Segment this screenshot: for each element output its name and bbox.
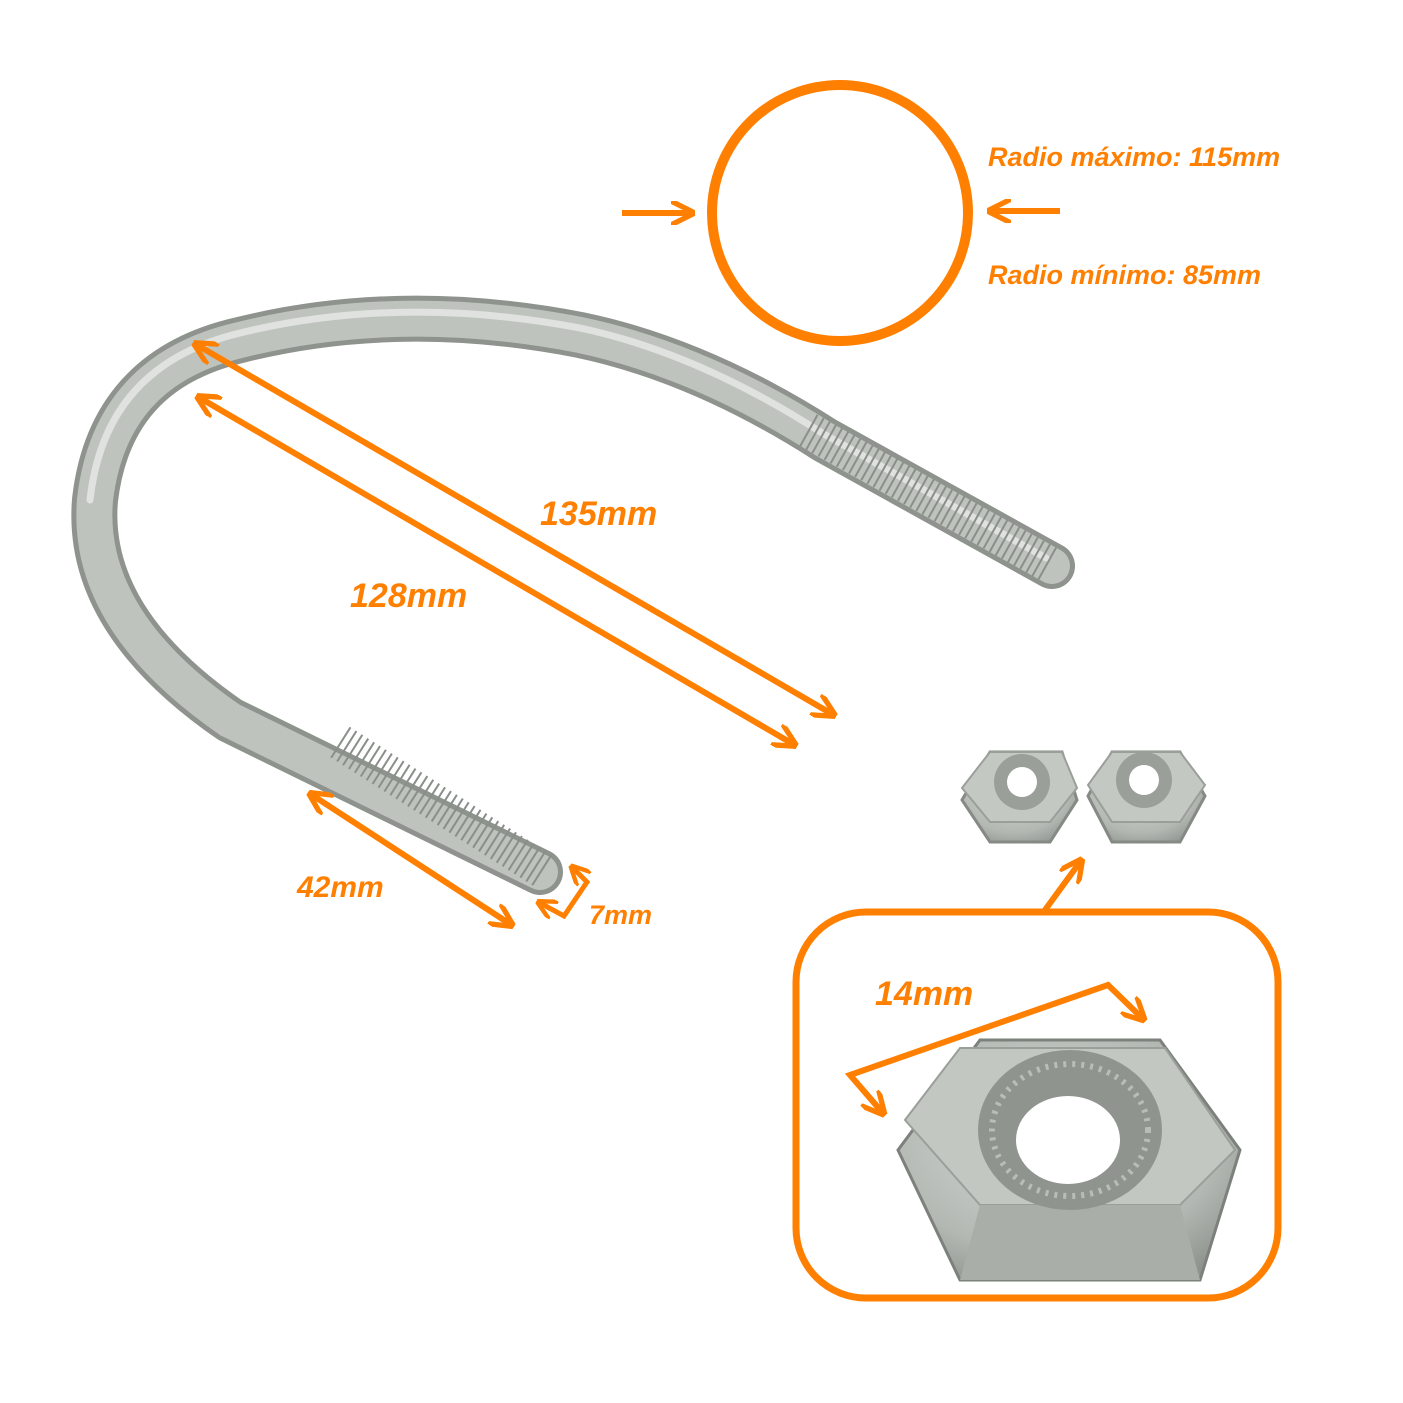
arrow-icon	[540, 868, 587, 916]
u-bolt-thread-right	[799, 414, 1061, 582]
nut-zoom-frame	[792, 908, 1282, 1302]
arrow-icon	[312, 795, 510, 924]
hex-nut-image	[960, 750, 1079, 844]
radius-max-label: Radio máximo: 115mm	[988, 142, 1280, 172]
nut-width-label: 14mm	[875, 975, 973, 1013]
rod-diameter-label: 7mm	[589, 900, 652, 930]
arrow-icon	[844, 981, 1142, 1112]
outer-length-label: 135mm	[540, 495, 657, 533]
u-bolt-image	[71, 295, 1075, 895]
u-bolt-rod	[71, 295, 1075, 895]
thread-length-label: 42mm	[296, 871, 384, 904]
inner-length-label: 128mm	[350, 577, 467, 615]
hex-nut-image	[896, 1038, 1242, 1282]
arrow-icon	[1042, 862, 1080, 912]
radius-min-label: Radio mínimo: 85mm	[988, 260, 1261, 290]
hex-nut-image	[1086, 750, 1207, 844]
arrow-icon	[200, 398, 793, 744]
pipe-circle-icon	[707, 80, 973, 346]
